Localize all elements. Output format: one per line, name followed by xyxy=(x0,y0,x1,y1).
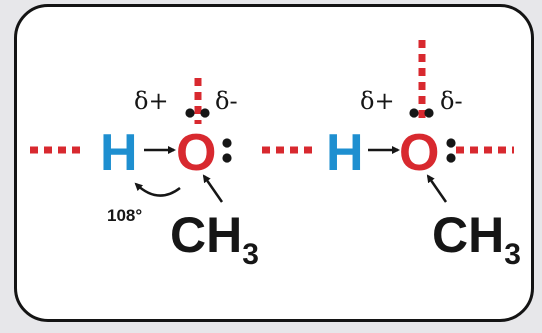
methyl-group: CH3 xyxy=(432,207,521,271)
diagram-panel xyxy=(14,4,534,322)
methyl-bond-arrow xyxy=(426,174,448,203)
delta-plus-label: δ+ xyxy=(134,87,169,115)
methyl-bond-arrow xyxy=(202,174,224,203)
methyl-subscript: 3 xyxy=(504,238,521,271)
methyl-subscript: 3 xyxy=(242,238,259,271)
hydrogen-atom: H xyxy=(326,124,364,182)
molecule-2: H O δ+ δ- CH3 xyxy=(326,87,521,271)
hydrogen-atom: H xyxy=(100,124,138,182)
lone-pair-electrons xyxy=(409,108,456,163)
methyl-group: CH3 xyxy=(170,207,259,271)
bond-angle-arrow xyxy=(134,182,181,197)
delta-plus-label: δ+ xyxy=(360,87,395,115)
delta-minus-label: δ- xyxy=(215,87,238,115)
oxygen-atom: O xyxy=(399,124,439,182)
bond-angle-label: 108° xyxy=(107,206,142,225)
oxygen-atom: O xyxy=(176,124,216,182)
delta-minus-label: δ- xyxy=(440,87,463,115)
hydrogen-bonds xyxy=(30,40,514,154)
lone-pair-electrons xyxy=(185,108,232,163)
molecule-1: H O δ+ δ- 108° CH3 xyxy=(100,87,259,271)
